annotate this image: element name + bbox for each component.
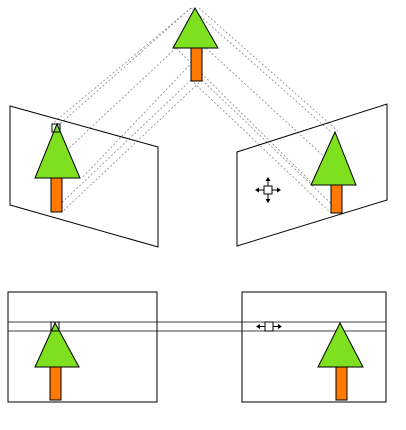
- search-window-marker: [51, 123, 61, 133]
- left-rectified-search-window: [50, 321, 60, 332]
- right-tree-trunk: [330, 184, 343, 214]
- right-rectified-tree-trunk: [335, 366, 348, 401]
- projection-line: [198, 7, 340, 133]
- left-rectified-image: [7, 291, 158, 403]
- left-rectified-frame: [7, 291, 158, 403]
- right-tree-foliage: [310, 130, 357, 186]
- projection-line: [61, 79, 203, 213]
- scene-tree-trunk: [190, 47, 203, 82]
- projection-line: [81, 47, 207, 179]
- right-rectified-tree-foliage: [317, 321, 364, 368]
- projection-lines: [36, 7, 356, 214]
- right-rectified-frame: [241, 291, 387, 403]
- projection-line: [51, 79, 192, 213]
- left-rectified-tree-trunk: [49, 366, 62, 401]
- scene-tree-foliage: [172, 6, 219, 49]
- left-rectified-tree-foliage: [34, 321, 80, 368]
- left-tree-foliage: [34, 122, 81, 179]
- left-tree-trunk: [50, 177, 63, 213]
- left-plane-outline: [9, 105, 159, 248]
- scene-tree: [172, 6, 219, 82]
- scanline-band: [8, 321, 386, 332]
- right-plane-outline: [236, 103, 388, 247]
- four-way-arrows-icon: [255, 177, 281, 203]
- projection-line: [59, 7, 192, 125]
- projection-line: [201, 79, 342, 214]
- projection-line: [190, 7, 332, 133]
- right-rectified-image: [241, 291, 387, 403]
- projection-line: [51, 7, 192, 125]
- projection-line: [190, 79, 332, 214]
- left-image-plane: [9, 105, 159, 248]
- right-image-plane: [236, 103, 388, 247]
- horizontal-arrows-icon: [256, 321, 282, 332]
